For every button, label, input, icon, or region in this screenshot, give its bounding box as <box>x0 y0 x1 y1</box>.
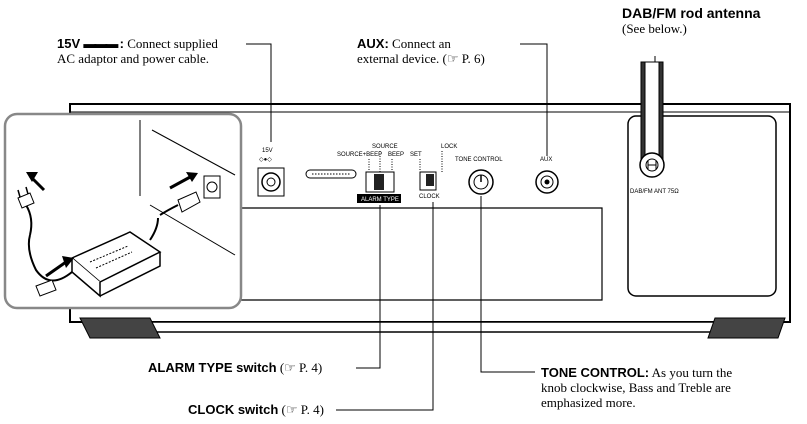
callout-clock-ref: (☞ P. 4) <box>281 402 324 417</box>
callout-aux-text-2: external device. (☞ P. 6) <box>357 51 485 66</box>
panel-label-source-beep: SOURCE+BEEP <box>337 152 382 158</box>
callout-antenna: DAB/FM rod antenna (See below.) <box>622 5 761 37</box>
panel-label-clock: CLOCK <box>419 194 440 200</box>
callout-power-text-1: Connect supplied <box>127 36 218 51</box>
callout-tone-text-1: As you turn the <box>651 365 733 380</box>
panel-label-source: SOURCE <box>372 144 398 150</box>
callout-power-title: 15V <box>57 36 81 51</box>
svg-text:◇●◇: ◇●◇ <box>259 157 272 163</box>
callout-clock-title: CLOCK switch <box>188 402 279 417</box>
callout-aux-text-1: Connect an <box>392 36 451 51</box>
leader-lines <box>246 43 656 411</box>
antenna-recess <box>627 115 777 297</box>
device-base <box>149 321 721 333</box>
callout-aux-title: AUX: <box>357 36 389 51</box>
callout-power: 15V ▬▬▬ : Connect supplied AC adaptor an… <box>57 36 218 66</box>
callout-antenna-text: (See below.) <box>622 21 687 36</box>
inset-adaptor-view <box>3 112 243 310</box>
callout-tone-control: TONE CONTROL: As you turn the knob clock… <box>541 365 732 410</box>
panel-label-set: SET <box>410 152 422 158</box>
callout-power-colon: : <box>119 36 124 51</box>
callout-tone-title: TONE CONTROL: <box>541 365 650 380</box>
callout-alarm-type-title: ALARM TYPE switch <box>148 360 277 375</box>
dc-symbol-icon: ▬▬▬ <box>83 36 118 51</box>
panel-label-antenna: DAB/FM ANT 75Ω <box>630 189 679 195</box>
callout-tone-text-3: emphasized more. <box>541 395 636 410</box>
callout-clock: CLOCK switch (☞ P. 4) <box>188 402 324 417</box>
lower-panel <box>210 207 603 301</box>
callout-aux: AUX: Connect an external device. (☞ P. 6… <box>357 36 485 66</box>
callout-alarm-type: ALARM TYPE switch (☞ P. 4) <box>148 360 322 375</box>
callout-alarm-type-ref: (☞ P. 4) <box>279 360 323 375</box>
callout-antenna-title: DAB/FM rod antenna <box>622 5 761 21</box>
callout-power-text-2: AC adaptor and power cable. <box>57 51 209 66</box>
right-foot <box>707 317 786 339</box>
panel-label-lock: LOCK <box>441 144 457 150</box>
panel-label-aux: AUX <box>540 157 552 163</box>
panel-label-tone-control: TONE CONTROL <box>455 157 503 163</box>
panel-label-15v: 15V <box>262 148 273 154</box>
left-foot <box>79 317 161 339</box>
callout-tone-text-2: knob clockwise, Bass and Treble are <box>541 380 731 395</box>
panel-label-alarm-type: ALARM TYPE <box>361 197 399 203</box>
panel-label-beep: BEEP <box>388 152 404 158</box>
